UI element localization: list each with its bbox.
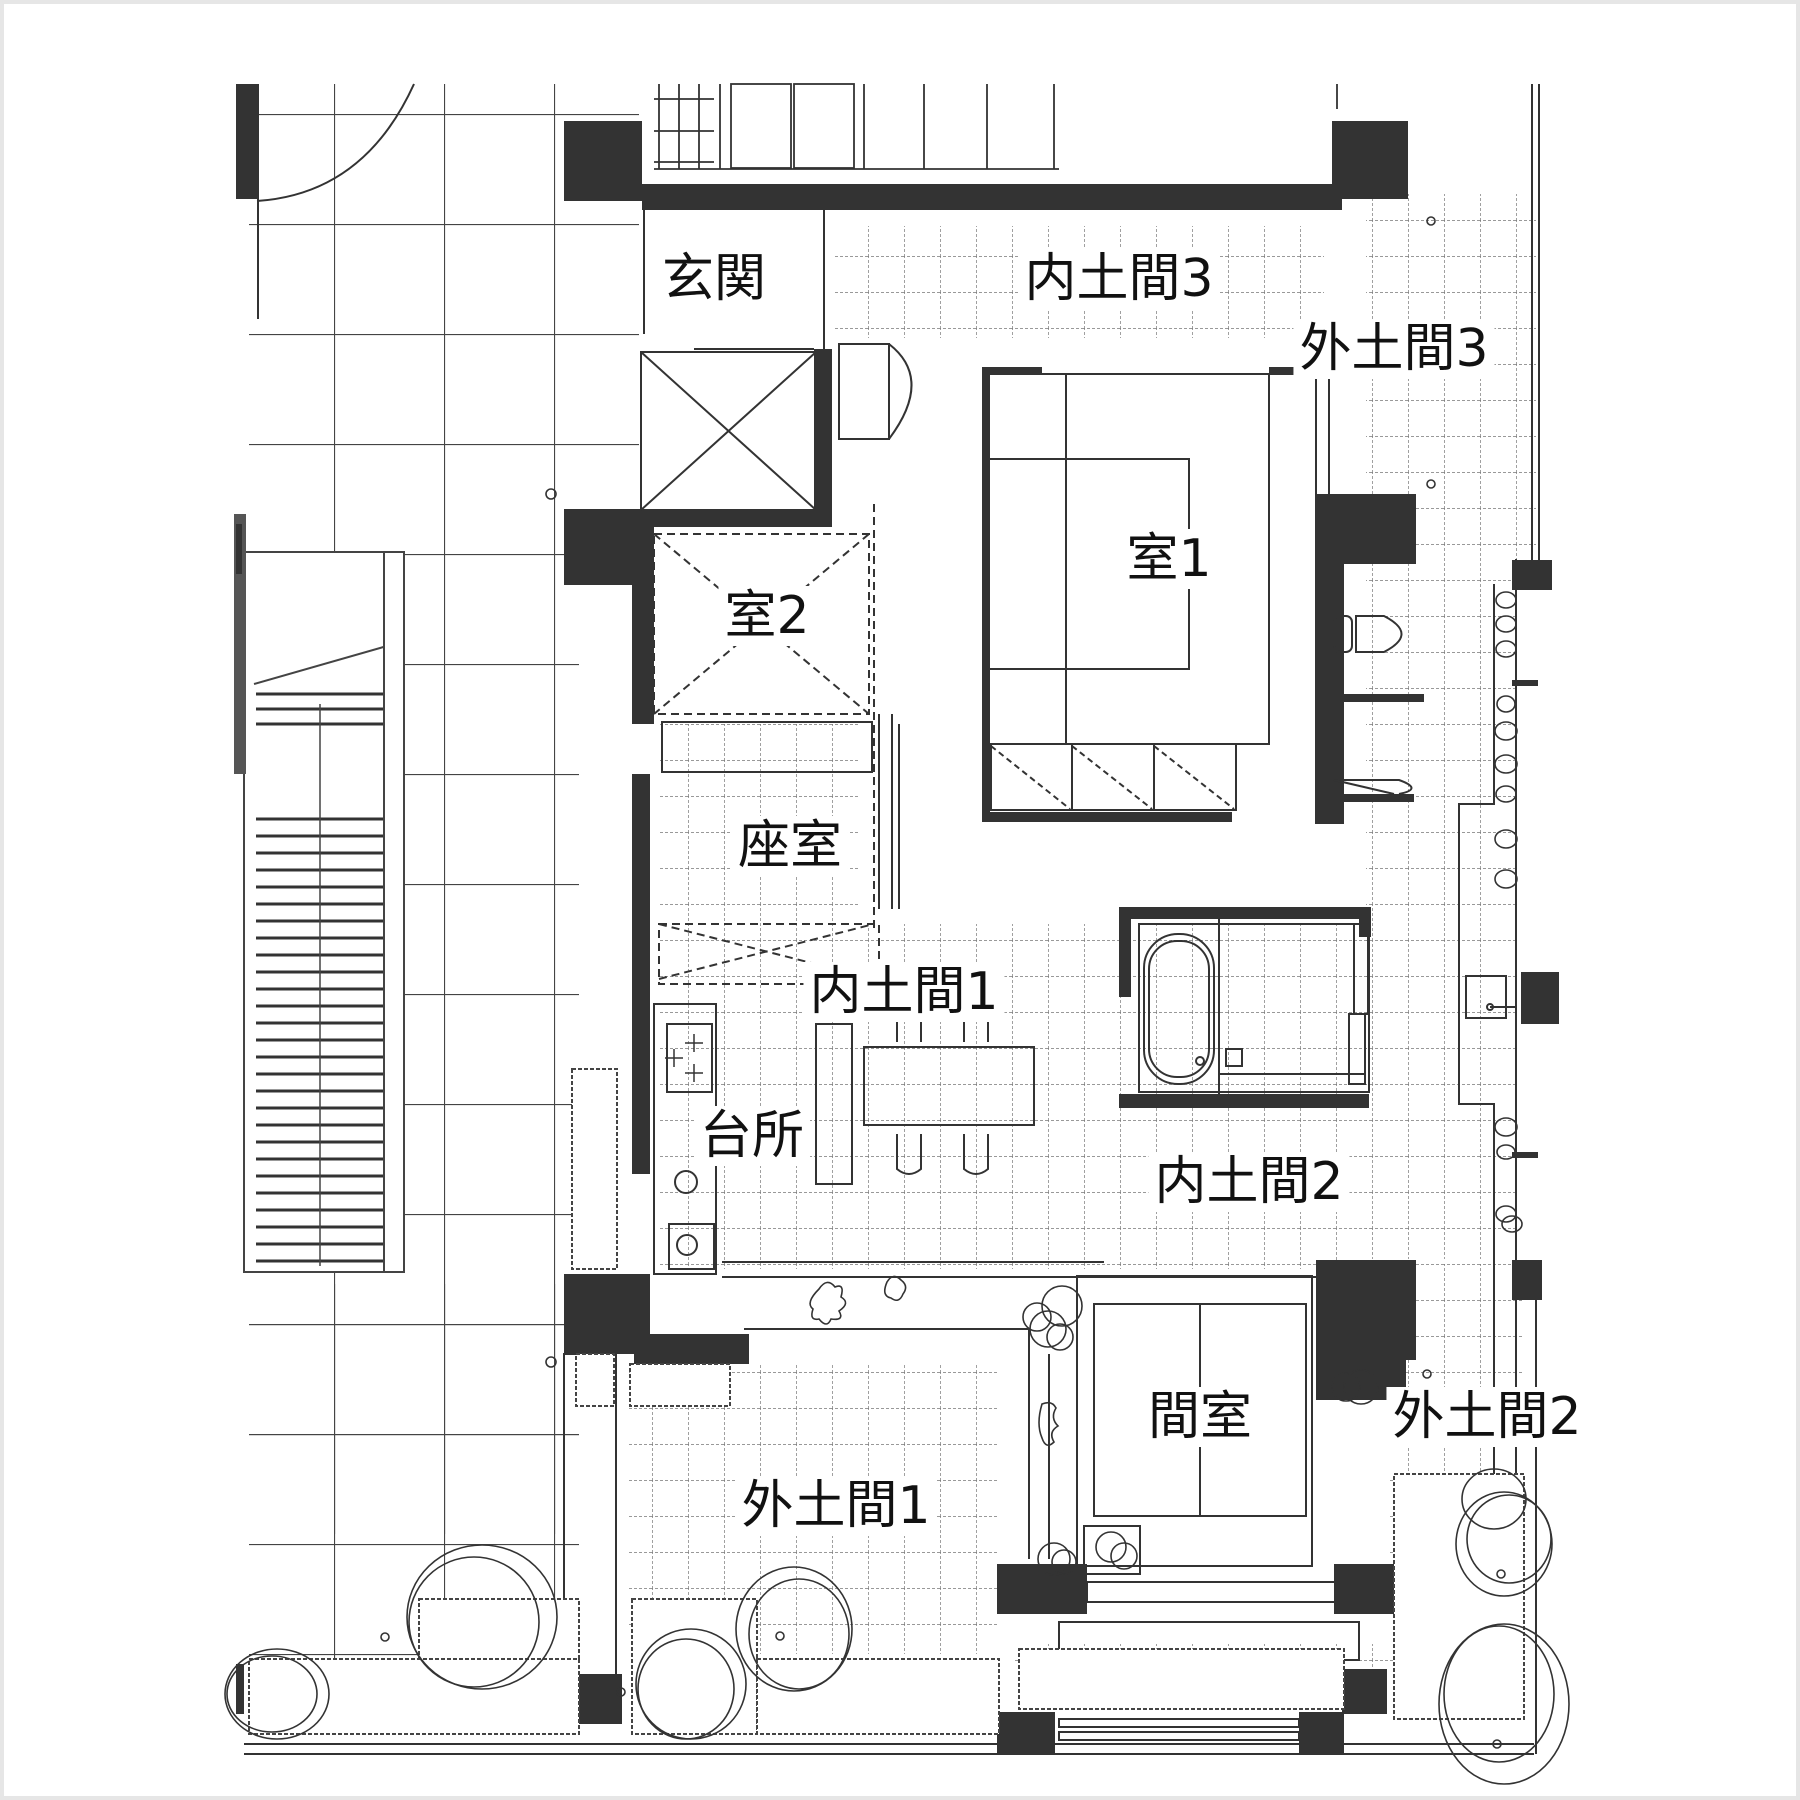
- room-label-shitsu2: 室2: [718, 586, 816, 646]
- room-label-sotodoma3: 外土間3: [1293, 319, 1495, 379]
- room-label-uchidoma1: 内土間1: [803, 962, 1005, 1022]
- room-label-uchidoma2: 内土間2: [1148, 1152, 1350, 1212]
- room-label-uchidoma3: 内土間3: [1018, 249, 1220, 309]
- room-label-shitsu1: 室1: [1120, 529, 1218, 589]
- room-label-sotodoma1: 外土間1: [735, 1476, 937, 1536]
- trees: [224, 216, 1570, 1785]
- room-label-zashitsu: 座室: [731, 816, 849, 876]
- planters: [248, 1068, 1525, 1735]
- room-label-genkan: 玄関: [655, 249, 773, 309]
- staircase: [234, 514, 405, 1273]
- room-label-mashitsu: 間室: [1141, 1387, 1259, 1447]
- fixtures: [244, 84, 1540, 1755]
- room-label-daidokoro: 台所: [693, 1106, 811, 1166]
- top-windows: [654, 83, 1338, 184]
- room-label-sotodoma2: 外土間2: [1386, 1387, 1588, 1447]
- inner-floors: [629, 194, 1536, 1684]
